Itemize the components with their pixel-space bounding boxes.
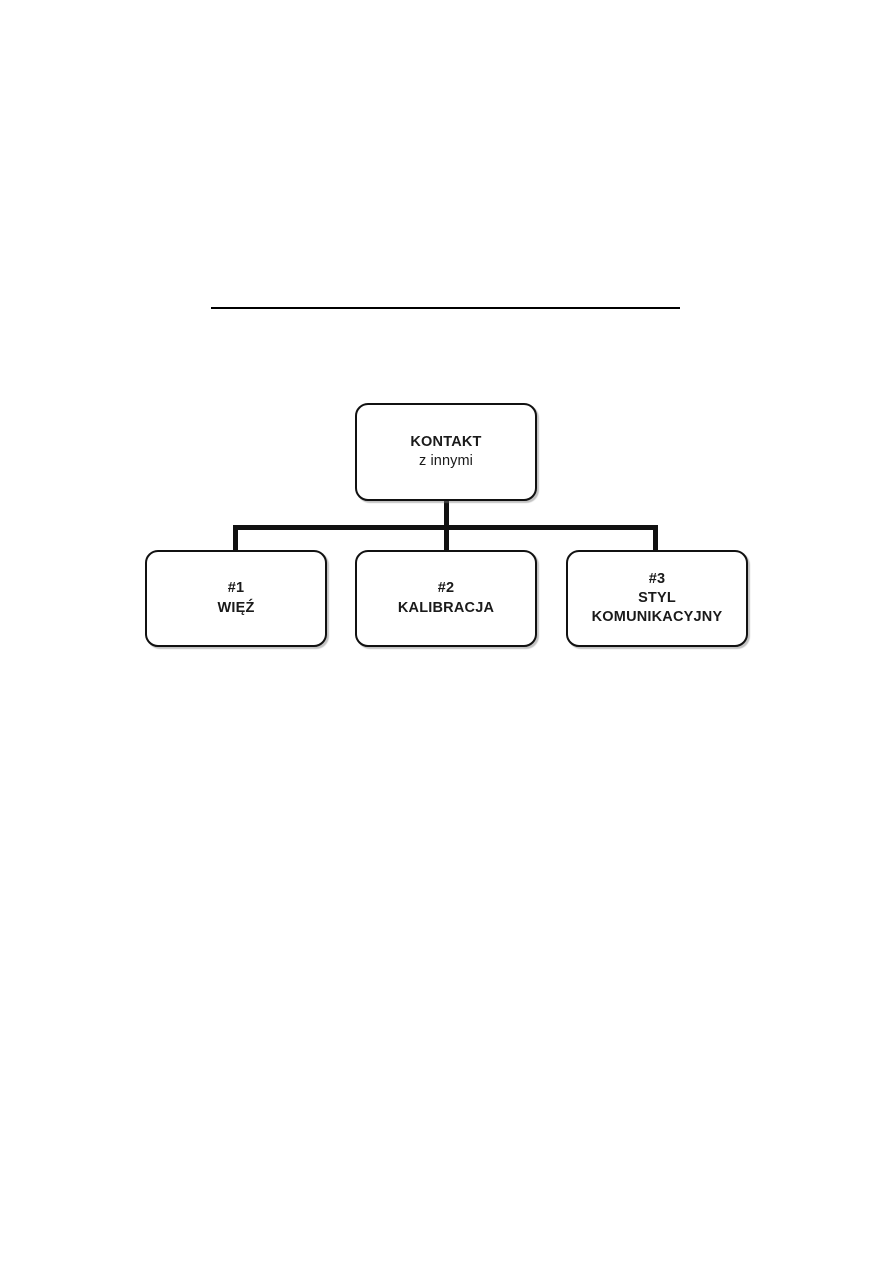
node-child-1-label: WIĘŹ (217, 599, 255, 616)
node-child-1-wiez[interactable]: #1 WIĘŹ (145, 550, 327, 647)
node-child-1-number: #1 (227, 580, 245, 597)
node-child-2-number: #2 (437, 580, 455, 597)
node-root-kontakt[interactable]: KONTAKT z innymi (355, 403, 537, 501)
node-child-2-kalibracja[interactable]: #2 KALIBRACJA (355, 550, 537, 647)
horizontal-rule (211, 307, 680, 309)
connector-drop-child-2 (444, 525, 449, 552)
node-child-3-label-line2: KOMUNIKACYJNY (591, 609, 723, 626)
connector-drop-child-3 (653, 525, 658, 552)
node-child-3-number: #3 (648, 570, 666, 587)
node-root-title: KONTAKT (410, 433, 482, 450)
connector-drop-child-1 (233, 525, 238, 552)
node-child-2-label: KALIBRACJA (397, 599, 495, 616)
node-child-3-styl-komunikacyjny[interactable]: #3 STYL KOMUNIKACYJNY (566, 550, 748, 647)
node-child-3-label-line1: STYL (638, 589, 676, 606)
connector-root-stem (444, 498, 449, 529)
node-root-subtitle: z innymi (419, 453, 473, 469)
